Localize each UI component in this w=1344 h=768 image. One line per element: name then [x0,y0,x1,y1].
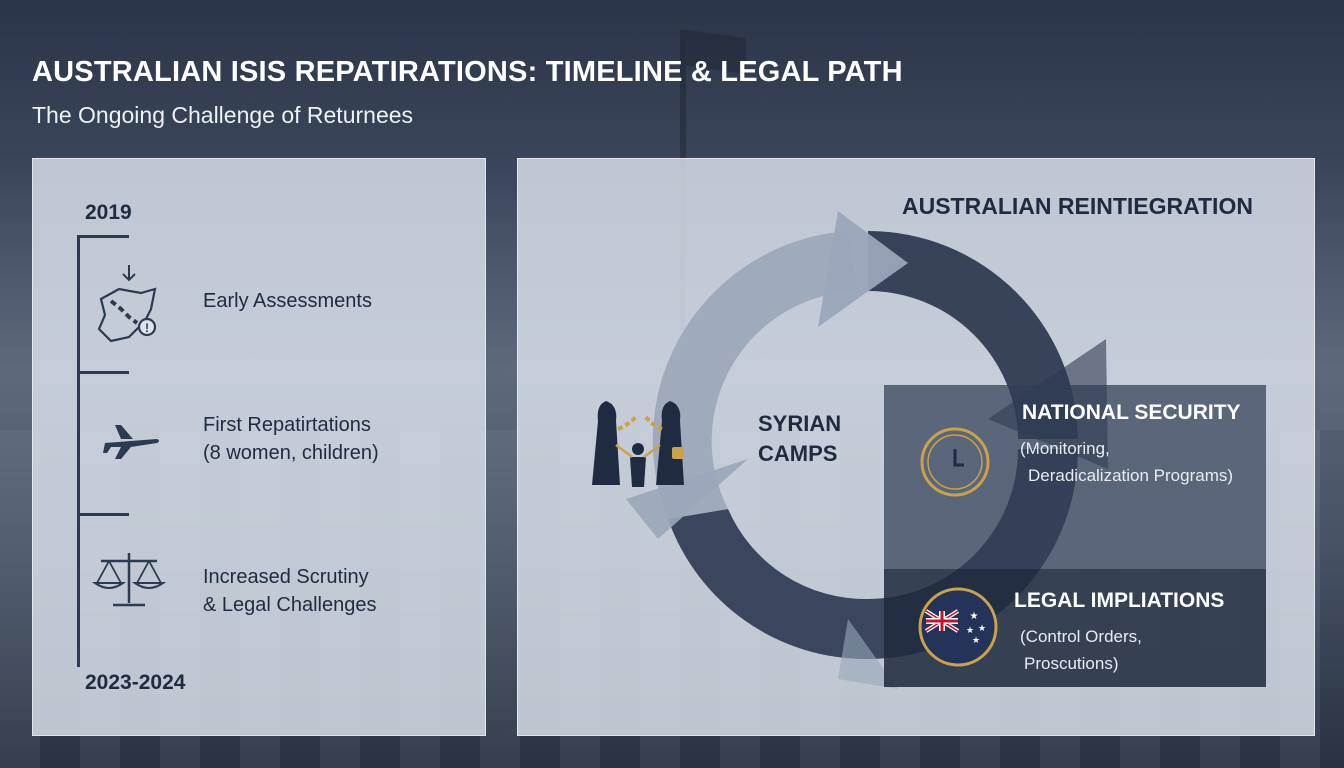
timeline-panel: 2019 ! Early Assessments First Repatirta… [32,158,486,736]
timeline-event-increased-scrutiny: Increased Scrutiny & Legal Challenges [203,566,377,616]
national-security-details: (Monitoring, Deradicalization Programs) [1020,439,1234,485]
timeline-tick [77,235,129,238]
svg-text:★: ★ [966,626,974,636]
page-title: AUSTRALIAN ISIS REPATIRATIONS: TIMELINE … [32,56,903,88]
svg-text:★: ★ [972,636,980,646]
scales-of-justice-icon [91,553,167,607]
timeline-end-year: 2023-2024 [85,671,186,694]
timeline-event-first-repatriations: First Repatirtations (8 women, children) [203,414,379,464]
national-security-title: NATIONAL SECURITY [1022,401,1241,424]
legal-implications-details: (Control Orders, Proscutions) [1020,627,1142,673]
svg-text:★: ★ [978,624,986,634]
clock-icon [920,427,990,497]
timeline-tick [77,513,129,516]
page-subtitle: The Ongoing Challenge of Returnees [32,102,414,128]
legal-implications-box: ★ ★ ★ ★ LEGAL IMPLIATIONS (Control Order… [884,569,1266,687]
timeline-event-early-assessments: Early Assessments [203,290,372,312]
syria-map-chain-icon: ! [97,265,157,343]
legal-implications-title: LEGAL IMPLIATIONS [1014,589,1225,612]
timeline-line [77,235,80,667]
syrian-camps-label: SYRIAN CAMPS [758,411,842,466]
reintegration-cycle-panel: AUSTRALIAN REINTIEGRATION SYRIAN CAMPS N… [517,158,1315,736]
women-children-icon [592,401,684,487]
svg-text:★: ★ [970,611,979,622]
timeline-start-year: 2019 [85,201,132,224]
australian-reintegration-label: AUSTRALIAN REINTIEGRATION [902,193,1253,219]
australian-flag-icon: ★ ★ ★ ★ [918,587,998,667]
airplane-icon [103,425,159,459]
timeline-tick [77,371,129,374]
svg-text:!: ! [145,321,149,335]
national-security-box: NATIONAL SECURITY (Monitoring, Deradical… [884,385,1266,569]
